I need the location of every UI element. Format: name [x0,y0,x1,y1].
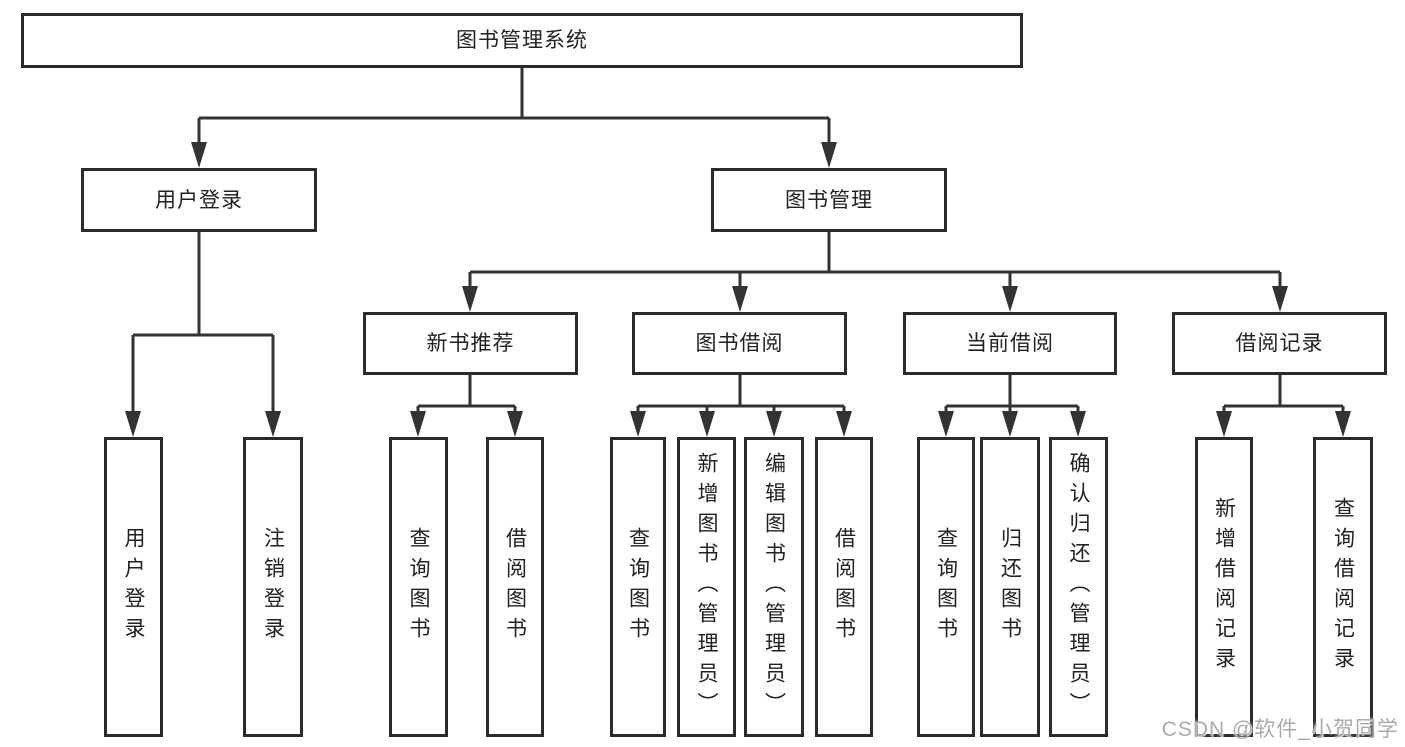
leaf-query-books-current: 查询图书 [917,437,975,737]
leaf-query-borrow-record: 查询借阅记录 [1313,437,1373,737]
node-current-borrowing: 当前借阅 [903,312,1117,375]
node-book-management: 图书管理 [711,168,947,232]
node-user-login: 用户登录 [81,168,317,232]
node-root: 图书管理系统 [21,13,1023,68]
leaf-confirm-return-admin: 确认归还（管理员） [1049,437,1108,737]
node-borrowing-records: 借阅记录 [1172,312,1387,375]
leaf-logout-login: 注销登录 [243,437,303,737]
leaf-query-books-borrowing: 查询图书 [610,437,666,737]
node-new-book-recommend: 新书推荐 [363,312,578,375]
leaf-query-books-recommend: 查询图书 [389,437,448,737]
leaf-return-books: 归还图书 [980,437,1040,737]
leaf-user-login: 用户登录 [104,437,163,737]
leaf-add-books-admin: 新增图书（管理员） [677,437,736,737]
leaf-borrow-books-recommend: 借阅图书 [486,437,544,737]
node-book-borrowing: 图书借阅 [632,312,847,375]
leaf-edit-books-admin: 编辑图书（管理员） [744,437,804,737]
leaf-borrow-books: 借阅图书 [815,437,873,737]
csdn-watermark: CSDN @软件_小贺同学 [1161,718,1399,741]
leaf-add-borrow-record: 新增借阅记录 [1195,437,1253,737]
